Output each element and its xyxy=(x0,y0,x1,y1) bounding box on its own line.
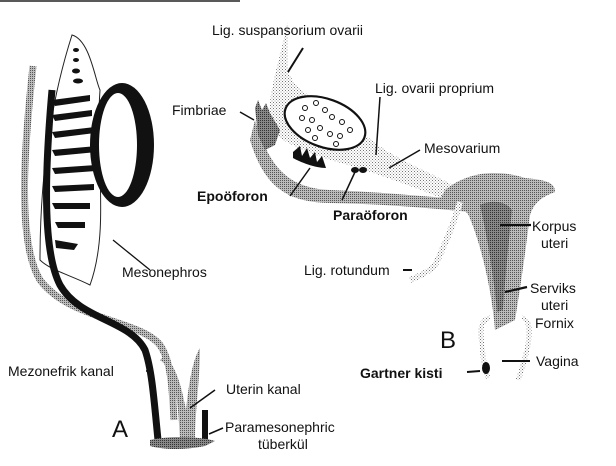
gonad-inner xyxy=(99,93,137,197)
panel-b-drawing xyxy=(239,20,555,381)
leader-paramesonephric xyxy=(208,427,224,435)
leader-epooforon xyxy=(289,167,311,197)
leader-mesovarium xyxy=(388,149,421,169)
tubercle-base xyxy=(150,437,215,449)
fimbriae-shape xyxy=(255,100,280,150)
panel-a-letter: A xyxy=(112,416,129,443)
label-lig-rotundum: Lig. rotundum xyxy=(304,262,390,278)
label-gartner-kisti: Gartner kisti xyxy=(360,365,443,381)
broad-ligament-band xyxy=(250,120,470,212)
epooforon-shape xyxy=(293,146,326,168)
leader-uterin xyxy=(189,389,216,409)
vagina-right-wall xyxy=(515,315,532,381)
ovary xyxy=(283,95,367,151)
mesonephric-tubules xyxy=(52,48,97,250)
round-ligament xyxy=(408,201,463,283)
leader-lig-suspansorium xyxy=(287,47,304,73)
label-mezonefrik-kanal: Mezonefrik kanal xyxy=(8,363,114,379)
label-mesonephros: Mesonephros xyxy=(122,264,207,280)
leader-gartner xyxy=(466,370,481,373)
label-uteri-2: uteri xyxy=(541,297,569,313)
label-epooforon: Epoöforon xyxy=(197,188,268,204)
leader-paraoforon xyxy=(341,171,356,201)
label-korpus: Korpus xyxy=(532,218,577,234)
label-uteri-1: uteri xyxy=(541,235,569,251)
panel-a-drawing xyxy=(21,34,224,449)
paramesonephric-tubercle xyxy=(202,410,208,442)
uterine-canal xyxy=(160,348,200,440)
ovarian-follicles xyxy=(299,100,353,147)
uterus-inner xyxy=(480,201,512,312)
paraoforon-shape xyxy=(351,167,359,173)
gartner-cyst xyxy=(482,362,490,374)
label-lig-suspansorium: Lig. suspansorium ovarii xyxy=(212,22,363,38)
leader-lig-ovarii xyxy=(375,96,381,156)
label-paraoforon: Paraöforon xyxy=(333,207,408,223)
label-paramesonephric: Paramesonephric xyxy=(225,419,335,435)
label-vagina: Vagina xyxy=(536,353,579,369)
label-fornix: Fornix xyxy=(535,315,574,331)
label-uterin-kanal: Uterin kanal xyxy=(226,381,301,397)
label-fimbriae: Fimbriae xyxy=(172,102,227,118)
label-serviks: Serviks xyxy=(530,280,576,296)
label-lig-ovarii-proprium: Lig. ovarii proprium xyxy=(375,80,495,96)
leader-serviks xyxy=(504,285,528,294)
leader-fimbriae xyxy=(239,111,255,121)
leader-mesonephros xyxy=(112,239,151,271)
panel-b-letter: B xyxy=(440,327,457,354)
label-mesovarium: Mesovarium xyxy=(424,140,501,156)
label-tuberkul: tüberkül xyxy=(258,436,308,452)
mesonephric-duct xyxy=(43,89,162,441)
